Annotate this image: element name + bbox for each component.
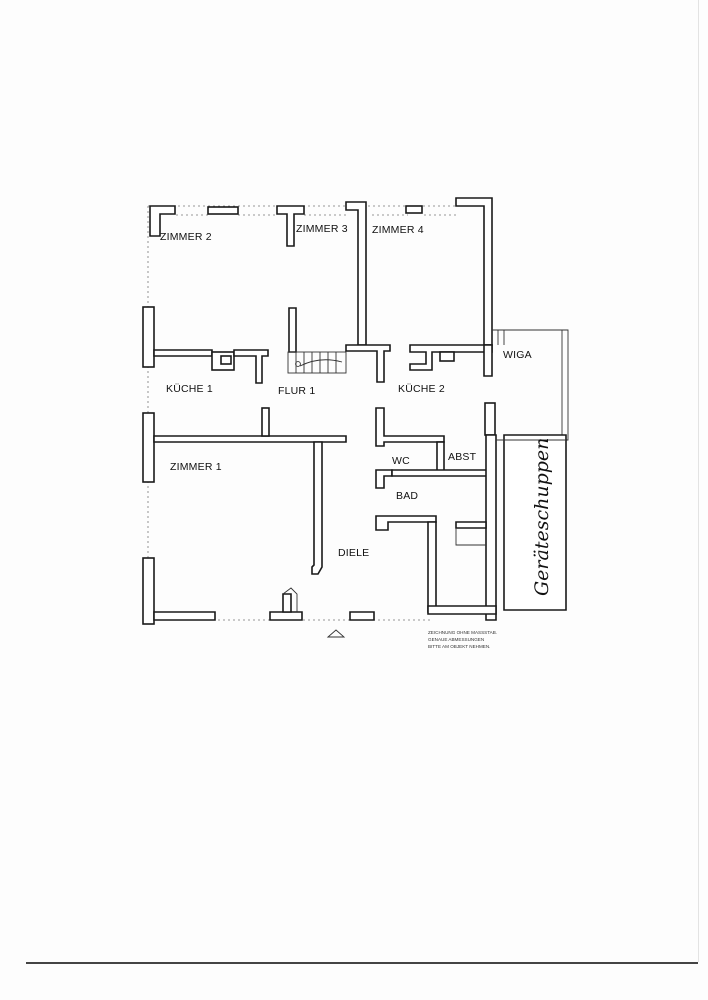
room-label-zimmer-2: ZIMMER 2	[160, 231, 212, 243]
room-label-flur-1: FLUR 1	[278, 385, 315, 397]
bottom-rule	[26, 962, 698, 964]
note-line-2: GENAUE ABMESSUNGEN	[428, 637, 484, 642]
note-line-3: BITTE AM OBJEKT NEHMEN.	[428, 644, 490, 649]
entrance-arrow-icon	[326, 629, 346, 638]
room-label-bad: BAD	[396, 490, 418, 502]
room-label-abst: ABST	[448, 451, 477, 463]
room-label-zimmer-3: ZIMMER 3	[296, 223, 348, 235]
room-label-wiga: WIGA	[503, 349, 532, 361]
room-label-kueche-2: KÜCHE 2	[398, 383, 445, 395]
room-label-zimmer-4: ZIMMER 4	[372, 224, 424, 236]
room-label-zimmer-1: ZIMMER 1	[170, 461, 222, 473]
room-label-kueche-1: KÜCHE 1	[166, 383, 213, 395]
right-edge-line	[698, 0, 699, 962]
shed-label: Geräteschuppen	[531, 438, 553, 596]
room-label-diele: DIELE	[338, 547, 369, 559]
staircase	[287, 351, 347, 374]
note-line-1: ZEICHNUNG OHNE MASSSTAB.	[428, 630, 497, 635]
room-label-wc: WC	[392, 455, 410, 467]
walls	[142, 197, 569, 625]
